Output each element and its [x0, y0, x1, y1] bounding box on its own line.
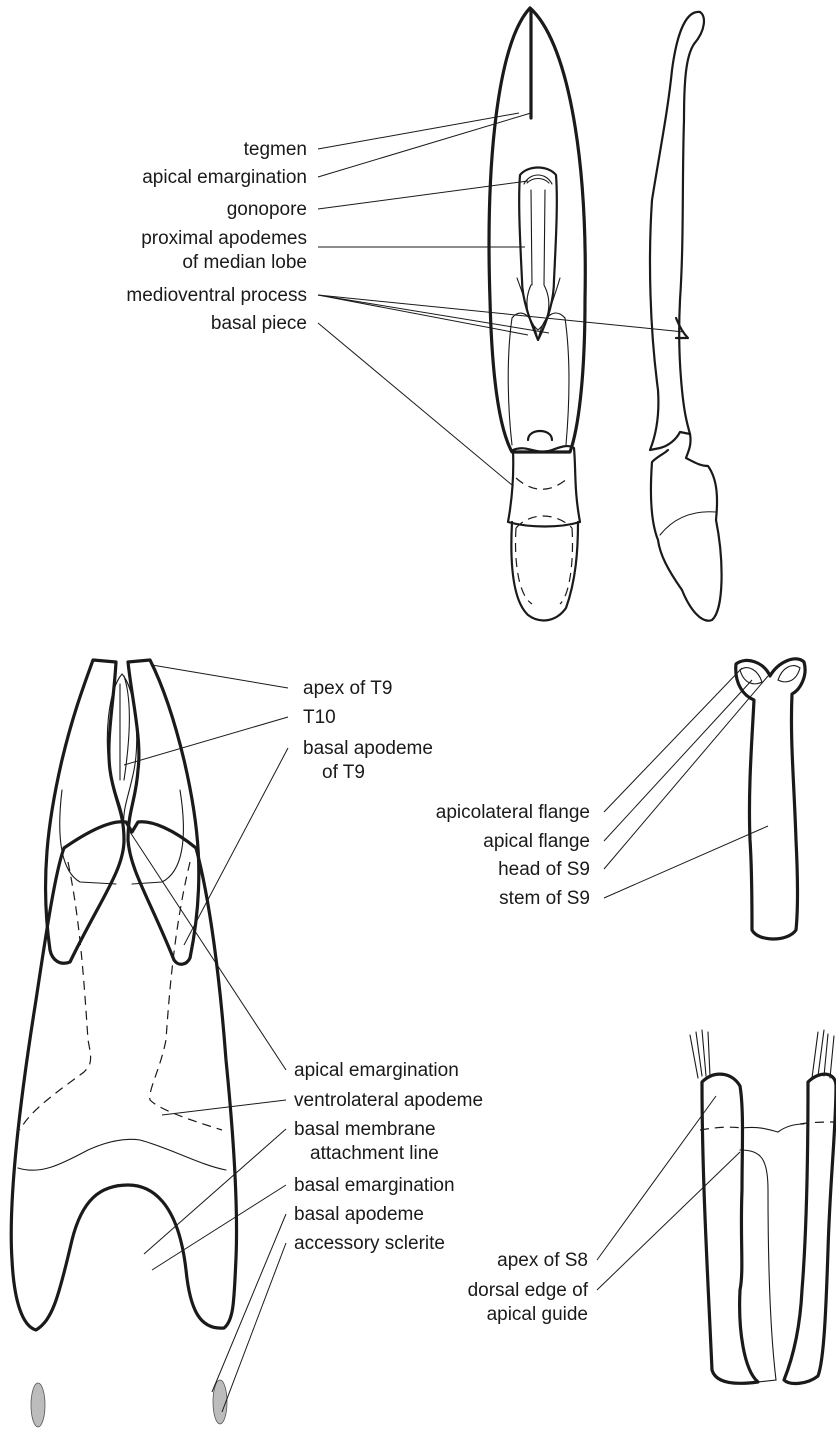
- s9-leader-lines: [604, 668, 768, 898]
- label-dorsal-edge-of: dorsal edge of: [468, 1280, 589, 1301]
- label-basal-emargination: basal emargination: [294, 1175, 455, 1196]
- aedeagus-lateral-drawing: [650, 12, 722, 621]
- label-apicolateral-flange: apicolateral flange: [436, 802, 590, 823]
- label-attachment-line: attachment line: [310, 1143, 439, 1164]
- aedeagus-labels: tegmen apical emargination gonopore prox…: [126, 139, 307, 334]
- label-accessory-sclerite: accessory sclerite: [294, 1233, 445, 1254]
- label-of-t9: of T9: [322, 762, 365, 783]
- t9-labels: apex of T9 T10 basal apodeme of T9: [303, 678, 433, 783]
- label-s8-basal-apodeme: basal apodeme: [294, 1204, 424, 1225]
- label-apical-flange: apical flange: [483, 831, 590, 852]
- label-proximal-apodemes: proximal apodemes: [141, 228, 307, 249]
- label-apical-emargination: apical emargination: [142, 167, 307, 188]
- label-basal-membrane: basal membrane: [294, 1119, 436, 1140]
- label-tegmen: tegmen: [244, 139, 307, 160]
- apical-guide-labels: apex of S8 dorsal edge of apical guide: [468, 1250, 589, 1325]
- tergite-t9-drawing: [46, 660, 199, 964]
- label-apex-of-s8: apex of S8: [497, 1250, 588, 1271]
- label-basal-piece: basal piece: [211, 313, 307, 334]
- accessory-sclerite-right-shape: [213, 1380, 227, 1424]
- label-medioventral-process: medioventral process: [126, 285, 307, 306]
- apical-guide-drawing: [690, 1030, 836, 1383]
- label-t10: T10: [303, 707, 336, 728]
- accessory-sclerite-left-shape: [31, 1383, 45, 1427]
- label-apex-of-t9: apex of T9: [303, 678, 392, 699]
- aedeagus-leader-lines: [318, 113, 684, 485]
- label-ventrolateral-apodeme: ventrolateral apodeme: [294, 1090, 483, 1111]
- s8-labels: apical emargination ventrolateral apodem…: [294, 1060, 483, 1254]
- label-head-of-s9: head of S9: [498, 859, 590, 880]
- sternite-s9-drawing: [736, 659, 805, 939]
- label-of-median-lobe: of median lobe: [182, 252, 307, 273]
- label-apical-guide: apical guide: [487, 1304, 588, 1325]
- s9-labels: apicolateral flange apical flange head o…: [436, 802, 590, 909]
- label-basal-apodeme-t9: basal apodeme: [303, 738, 433, 759]
- label-stem-of-s9: stem of S9: [499, 888, 590, 909]
- label-gonopore: gonopore: [227, 199, 307, 220]
- label-s8-apical-emargination: apical emargination: [294, 1060, 459, 1081]
- apical-guide-leader-lines: [597, 1096, 740, 1290]
